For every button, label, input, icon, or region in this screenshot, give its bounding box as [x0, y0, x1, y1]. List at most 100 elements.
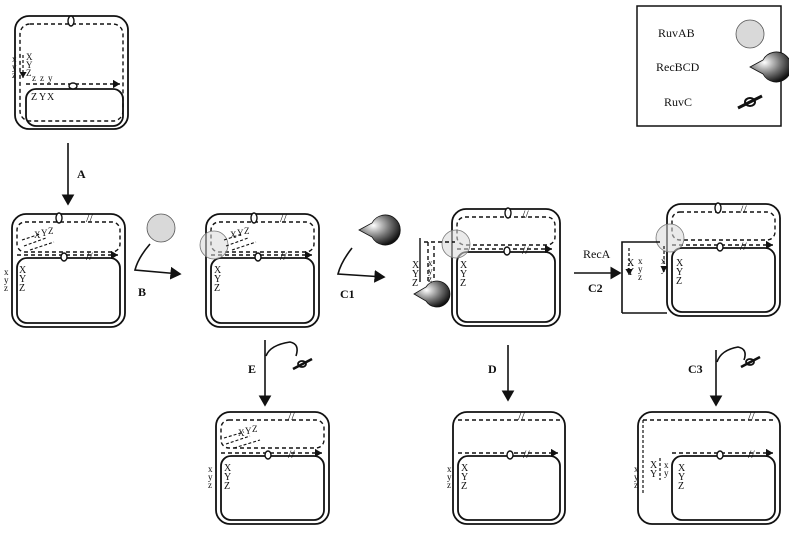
- letter-y2: y: [48, 73, 53, 83]
- step-c1: C1: [336, 214, 401, 301]
- letter-z4: z: [4, 283, 8, 293]
- break-mark-6: //: [522, 243, 529, 257]
- letter-Y11: Y: [245, 426, 252, 436]
- letter-Y13: Y: [461, 472, 468, 483]
- ruvab-protein-icon: [146, 213, 176, 243]
- letter-Z11: Z: [252, 424, 258, 434]
- letter-X11: X: [238, 428, 245, 438]
- letter-y9: y: [638, 264, 643, 274]
- step-c3: C3: [688, 346, 761, 407]
- step-a-label: A: [77, 167, 86, 181]
- step-c2-label: C2: [588, 281, 603, 295]
- step-a-arrow: A: [61, 143, 86, 206]
- letter-Y6: Y: [214, 274, 221, 285]
- letter-Y15: Y: [678, 472, 685, 483]
- diagram-row2-2: // // X Y Z X Y Z: [199, 211, 320, 328]
- letter-Y5: Y: [237, 228, 244, 238]
- letter-Z8: Z: [460, 278, 466, 289]
- break-mark-4: //: [280, 249, 287, 263]
- break-mark-12: //: [523, 447, 530, 461]
- ruvab-icon: [735, 19, 765, 49]
- legend-ruvc-label: RuvC: [664, 95, 692, 109]
- step-b: B: [133, 213, 182, 299]
- letter-Y: Y: [26, 60, 33, 70]
- step-d-label: D: [488, 362, 497, 376]
- letter-y3: y: [4, 275, 9, 285]
- letter-z: z: [12, 70, 16, 80]
- step-e-label: E: [248, 362, 256, 376]
- letter-y13: y: [634, 472, 639, 482]
- letter-X6: X: [214, 265, 222, 276]
- break-mark-2: //: [86, 249, 93, 263]
- letter-y11: y: [208, 472, 213, 482]
- break-mark-11: //: [518, 409, 525, 423]
- recbcd-protein-icon: [358, 214, 401, 246]
- letter-X5: X: [230, 230, 237, 240]
- break-mark-3: //: [280, 211, 287, 225]
- break-mark-9: //: [288, 409, 295, 423]
- letter-X13: X: [461, 463, 469, 474]
- letter-x12: x: [447, 464, 452, 474]
- letter-x3: x: [4, 267, 9, 277]
- letter-Y8: Y: [460, 269, 467, 280]
- letter-z13: z: [634, 480, 638, 490]
- letter-Y14: Y: [650, 469, 657, 480]
- letter-X9: X: [627, 258, 635, 269]
- diagram-row2-3: // // X Y Z x y z X Y Z: [412, 207, 561, 327]
- step-e: E: [248, 340, 313, 407]
- letter-X4: X: [19, 265, 27, 276]
- step-d: D: [488, 345, 515, 402]
- letter-x13: x: [634, 464, 639, 474]
- letter-Z12: Z: [224, 481, 230, 492]
- break-mark-10: //: [288, 447, 295, 461]
- letter-X15: X: [678, 463, 686, 474]
- diagram-row3-3: // // x y z X Y x y X Y Z: [634, 409, 781, 525]
- letter-x9: x: [638, 256, 643, 266]
- letter-Y9: Y: [627, 267, 634, 278]
- diagram-row2-4: // // X Y x y z x y X Y Z: [621, 202, 781, 317]
- letter-x: x: [12, 54, 17, 64]
- letter-Z7: Z: [412, 278, 418, 289]
- letter-x10: x: [661, 256, 666, 266]
- letter-Z5: Z: [244, 226, 250, 236]
- letter-y: y: [12, 62, 17, 72]
- letter-z3: z: [40, 73, 44, 83]
- ruvc-protein-icon: [292, 357, 313, 371]
- letter-Z: Z: [26, 68, 32, 78]
- break-mark-7: //: [740, 202, 747, 216]
- letter-y14: y: [664, 468, 669, 478]
- step-c2: RecA C2: [574, 247, 622, 295]
- letter-X14: X: [650, 460, 658, 471]
- diagram-row3-2: // // x y z X Y Z: [447, 409, 566, 525]
- diagram-row2-1: // // X Y Z x y z X Y Z: [4, 211, 126, 328]
- letter-X10: X: [676, 258, 684, 269]
- letter-X7: X: [412, 260, 420, 271]
- letter-x11: x: [208, 464, 213, 474]
- letter-x14: x: [664, 460, 669, 470]
- letter-Z13: Z: [461, 481, 467, 492]
- letter-X3: X: [34, 230, 41, 240]
- diagram-start: x y z X Y Z z z y Z Y X: [12, 15, 129, 130]
- letter-z11: z: [208, 480, 212, 490]
- step-b-label: B: [138, 285, 146, 299]
- letter-y10: y: [661, 264, 666, 274]
- letter-X: X: [26, 52, 33, 62]
- letter-Y10: Y: [676, 267, 683, 278]
- step-c3-label: C3: [688, 362, 703, 376]
- letter-Y4: Y: [19, 274, 26, 285]
- letter-Z15: Z: [678, 481, 684, 492]
- letter-z2: z: [32, 73, 36, 83]
- letter-X12: X: [224, 463, 232, 474]
- letter-z9: z: [638, 272, 642, 282]
- letter-Z6: Z: [214, 283, 220, 294]
- letter-Y3: Y: [41, 228, 48, 238]
- ruvc-protein-icon-2: [740, 355, 761, 369]
- letter-x7: x: [428, 258, 433, 268]
- letter-z12: z: [447, 480, 451, 490]
- legend-box: RuvAB RecBCD RuvC: [636, 5, 789, 127]
- letter-Z10: Z: [676, 276, 682, 287]
- recbcd-icon: [749, 51, 789, 83]
- letter-z7: z: [428, 274, 432, 284]
- letter-X8: X: [460, 260, 468, 271]
